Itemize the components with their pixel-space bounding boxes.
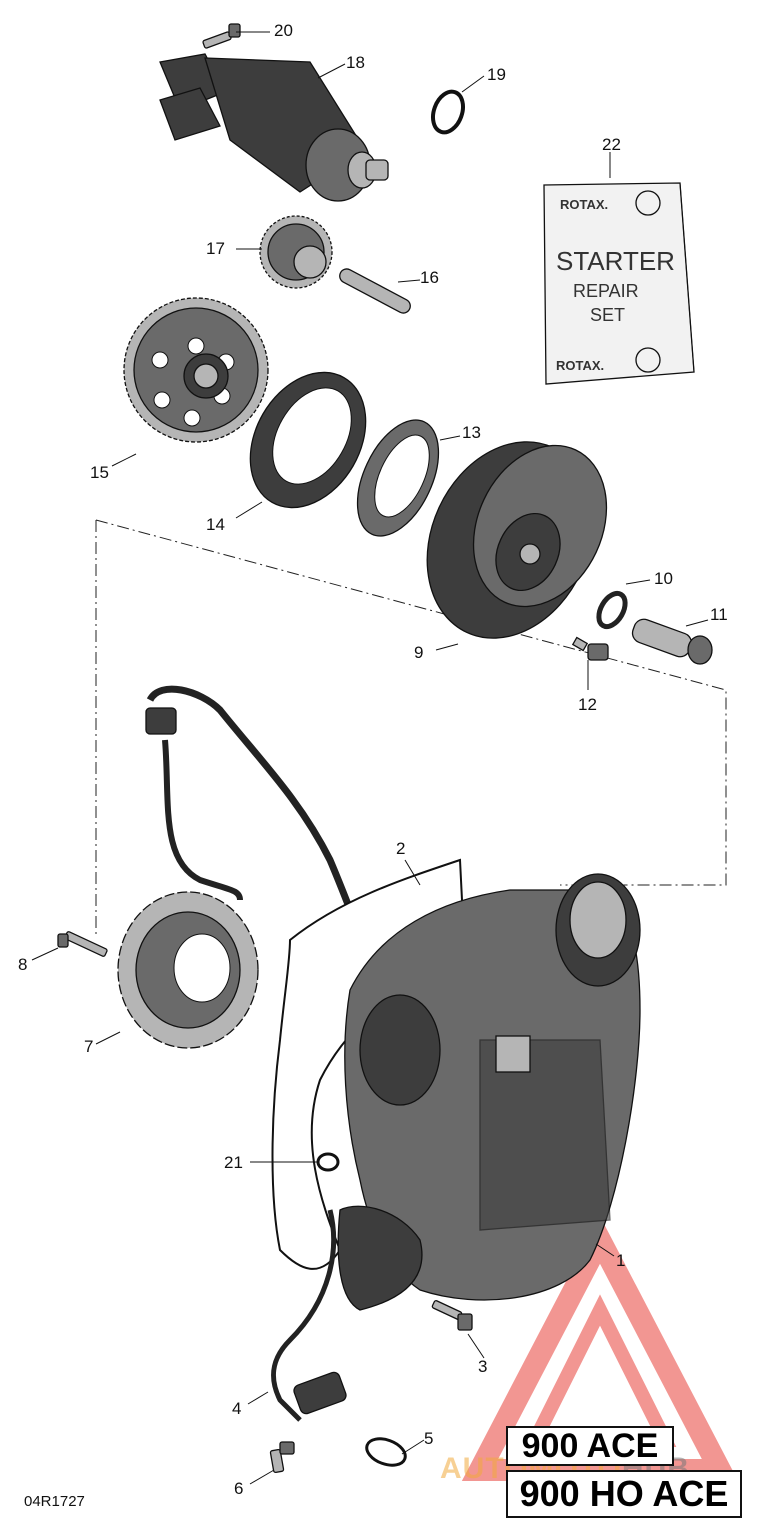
bolt-part-20 — [202, 23, 241, 49]
callout-20: 20 — [274, 21, 293, 40]
callout-19: 19 — [487, 65, 506, 84]
magneto-cover-part-1 — [337, 873, 641, 1311]
model-label-900-ho-ace: 900 HO ACE — [506, 1470, 742, 1518]
kit-title-line2: REPAIR — [573, 281, 639, 301]
kit-title-line3: SET — [590, 305, 625, 325]
callout-22: 22 — [602, 135, 621, 154]
thrust-plate-part-14 — [249, 371, 367, 509]
starter-gear-part-15 — [123, 297, 269, 443]
screw-part-12 — [571, 636, 609, 661]
callout-18: 18 — [346, 53, 365, 72]
callout-13: 13 — [462, 423, 481, 442]
callout-14: 14 — [206, 515, 225, 534]
callout-7: 7 — [84, 1037, 93, 1056]
callout-9: 9 — [414, 643, 423, 662]
washer-part-10 — [596, 590, 628, 630]
kit-title-line1: STARTER — [556, 246, 675, 276]
callout-4: 4 — [232, 1399, 241, 1418]
screw-part-3 — [431, 1300, 473, 1331]
callout-21: 21 — [224, 1153, 243, 1172]
kit-brand-bottom: ROTAX. — [556, 358, 604, 373]
callout-17: 17 — [206, 239, 225, 258]
callout-2: 2 — [396, 839, 405, 858]
reference-code: 04R1727 — [24, 1493, 85, 1510]
intermediate-gear-part-17 — [259, 215, 333, 289]
stator-part-7 — [117, 891, 259, 1049]
screw-part-6 — [269, 1441, 295, 1474]
callout-11: 11 — [710, 605, 728, 624]
flywheel-bolt-part-11 — [631, 618, 713, 665]
callout-3: 3 — [478, 1357, 487, 1376]
callout-1: 1 — [616, 1251, 625, 1270]
flywheel-part-9 — [426, 441, 608, 639]
callout-8: 8 — [18, 955, 27, 974]
callout-12: 12 — [578, 695, 597, 714]
callout-numbers: 1 2 3 4 5 6 7 8 9 10 11 12 13 14 15 16 1… — [18, 21, 728, 1498]
clip-part-21 — [316, 1152, 340, 1172]
callout-5: 5 — [424, 1429, 433, 1448]
sensor-part-4 — [270, 1209, 347, 1422]
bolt-part-8 — [57, 931, 108, 957]
callout-16: 16 — [420, 268, 439, 287]
pin-part-16 — [339, 268, 411, 314]
callout-6: 6 — [234, 1479, 243, 1498]
o-ring-part-5 — [365, 1437, 407, 1467]
alignment-lines — [95, 519, 727, 935]
model-label-900-ace: 900 ACE — [506, 1426, 674, 1466]
o-ring-part-19 — [431, 89, 465, 135]
bearing-part-13 — [356, 419, 440, 537]
starter-repair-kit-part-22: ROTAX. STARTER REPAIR SET ROTAX. — [543, 182, 695, 385]
starter-motor-part-18 — [159, 53, 389, 202]
leader-lines — [31, 31, 709, 1485]
kit-brand-top: ROTAX. — [560, 197, 608, 212]
callout-15: 15 — [90, 463, 109, 482]
callout-10: 10 — [654, 569, 673, 588]
